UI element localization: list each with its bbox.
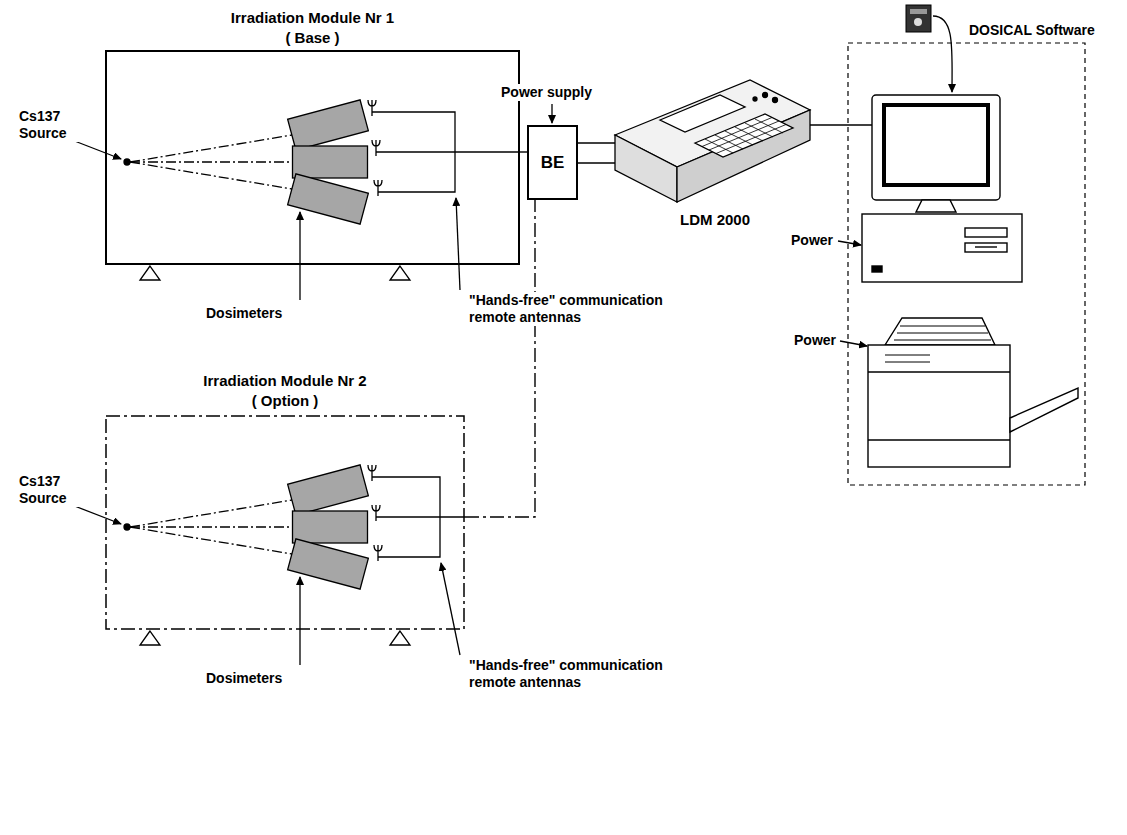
antenna-symbol — [372, 505, 380, 521]
beam-line — [130, 527, 292, 554]
monitor-stand — [916, 200, 956, 212]
printer-line — [885, 355, 930, 362]
dosimeter — [288, 465, 369, 515]
module-subtitle: ( Base ) — [107, 28, 518, 48]
antenna-label: "Hands-free" communication remote antenn… — [468, 657, 685, 691]
drive-slot — [965, 243, 1007, 252]
device-display — [660, 95, 745, 132]
reader-device: LDM 2000 — [615, 75, 815, 240]
monitor-drawing — [862, 95, 1022, 282]
antenna-symbol — [374, 180, 382, 196]
source-dot — [124, 524, 130, 530]
leader-arrow — [299, 212, 300, 300]
leader-arrow — [441, 563, 460, 655]
antenna-label: "Hands-free" communication remote antenn… — [468, 292, 685, 326]
beam-line — [130, 161, 292, 162]
beam-line — [130, 526, 292, 527]
monitor-case — [872, 95, 1000, 200]
module-subtitle: ( Option ) — [105, 391, 465, 411]
beam-line — [130, 500, 292, 527]
device-button — [773, 98, 778, 103]
leader-arrow — [72, 505, 121, 524]
supply-label: Power supply — [500, 84, 593, 101]
leader-arrow — [933, 16, 952, 92]
beam-line — [130, 135, 292, 162]
icon-body — [906, 5, 931, 32]
software-label: DOSICAL Software — [968, 22, 1096, 39]
box-text: BE — [541, 153, 565, 173]
power-button — [872, 266, 882, 272]
dosimeter — [293, 511, 368, 543]
software-icon — [906, 5, 931, 32]
icon-detail — [910, 9, 927, 14]
support-foot — [390, 631, 410, 645]
interface-box: BE — [527, 125, 578, 200]
device-button — [763, 93, 768, 98]
dosimeter — [288, 100, 369, 150]
part-label: Dosimeters — [205, 670, 283, 687]
printer-drawing — [868, 318, 1078, 467]
monitor-screen — [884, 105, 988, 185]
output-tray — [1010, 388, 1078, 432]
printer-body — [868, 345, 1010, 467]
part-label: Dosimeters — [205, 305, 283, 322]
leader-arrow — [456, 198, 460, 290]
pc-group-outline — [848, 43, 1085, 485]
module-outline — [106, 416, 464, 629]
module-outline — [105, 415, 465, 630]
keypad-grid — [702, 118, 786, 154]
device-button — [753, 97, 757, 101]
leader-arrow — [551, 104, 552, 123]
device-label: LDM 2000 — [615, 210, 815, 229]
antenna-wire — [376, 151, 520, 152]
module-heading: Irradiation Module Nr 2( Option ) — [105, 371, 465, 411]
signal-wire — [578, 162, 615, 163]
source-label: Cs137 Source — [18, 108, 82, 142]
source-dot — [124, 159, 130, 165]
module-internals — [72, 100, 520, 300]
drive-slot — [975, 246, 997, 247]
antenna-symbol — [368, 465, 376, 481]
signal-wire — [465, 200, 535, 517]
support-foot — [390, 266, 410, 280]
paper-lines — [894, 326, 991, 340]
module-internals — [72, 465, 465, 665]
paper-feeder — [885, 318, 995, 345]
antenna-symbol — [374, 545, 382, 561]
beam-line — [130, 162, 292, 189]
reader-device-drawing — [615, 80, 810, 202]
icon-detail — [914, 18, 922, 26]
device-keypad — [695, 114, 793, 157]
drive-slot — [965, 228, 1007, 237]
dosimeter — [293, 146, 368, 178]
support-foot — [140, 266, 160, 280]
power-label: Power — [793, 332, 837, 349]
irradiation-module: Irradiation Module Nr 1( Base ) — [105, 50, 520, 265]
leader-arrow — [840, 341, 867, 346]
signal-wire — [520, 151, 527, 152]
support-foot — [140, 631, 160, 645]
module-title: Irradiation Module Nr 2 — [105, 371, 465, 391]
leader-arrow — [72, 140, 121, 159]
device-name: LDM 2000 — [615, 210, 815, 229]
power-label: Power — [790, 232, 834, 249]
module-title: Irradiation Module Nr 1 — [107, 8, 518, 28]
antenna-wire — [376, 516, 465, 517]
printer-line — [868, 439, 1010, 440]
printer-line — [868, 371, 1010, 372]
data-cable — [810, 124, 872, 125]
leader-arrow — [838, 241, 861, 245]
antenna-symbol — [368, 100, 376, 116]
leader-arrow — [299, 577, 300, 665]
module-heading: Irradiation Module Nr 1( Base ) — [107, 8, 518, 48]
signal-wire — [578, 142, 615, 143]
irradiation-module: Irradiation Module Nr 2( Option ) — [105, 415, 465, 630]
source-label: Cs137 Source — [18, 473, 82, 507]
computer-case — [862, 214, 1022, 282]
antenna-symbol — [372, 140, 380, 156]
device-side — [615, 135, 677, 202]
